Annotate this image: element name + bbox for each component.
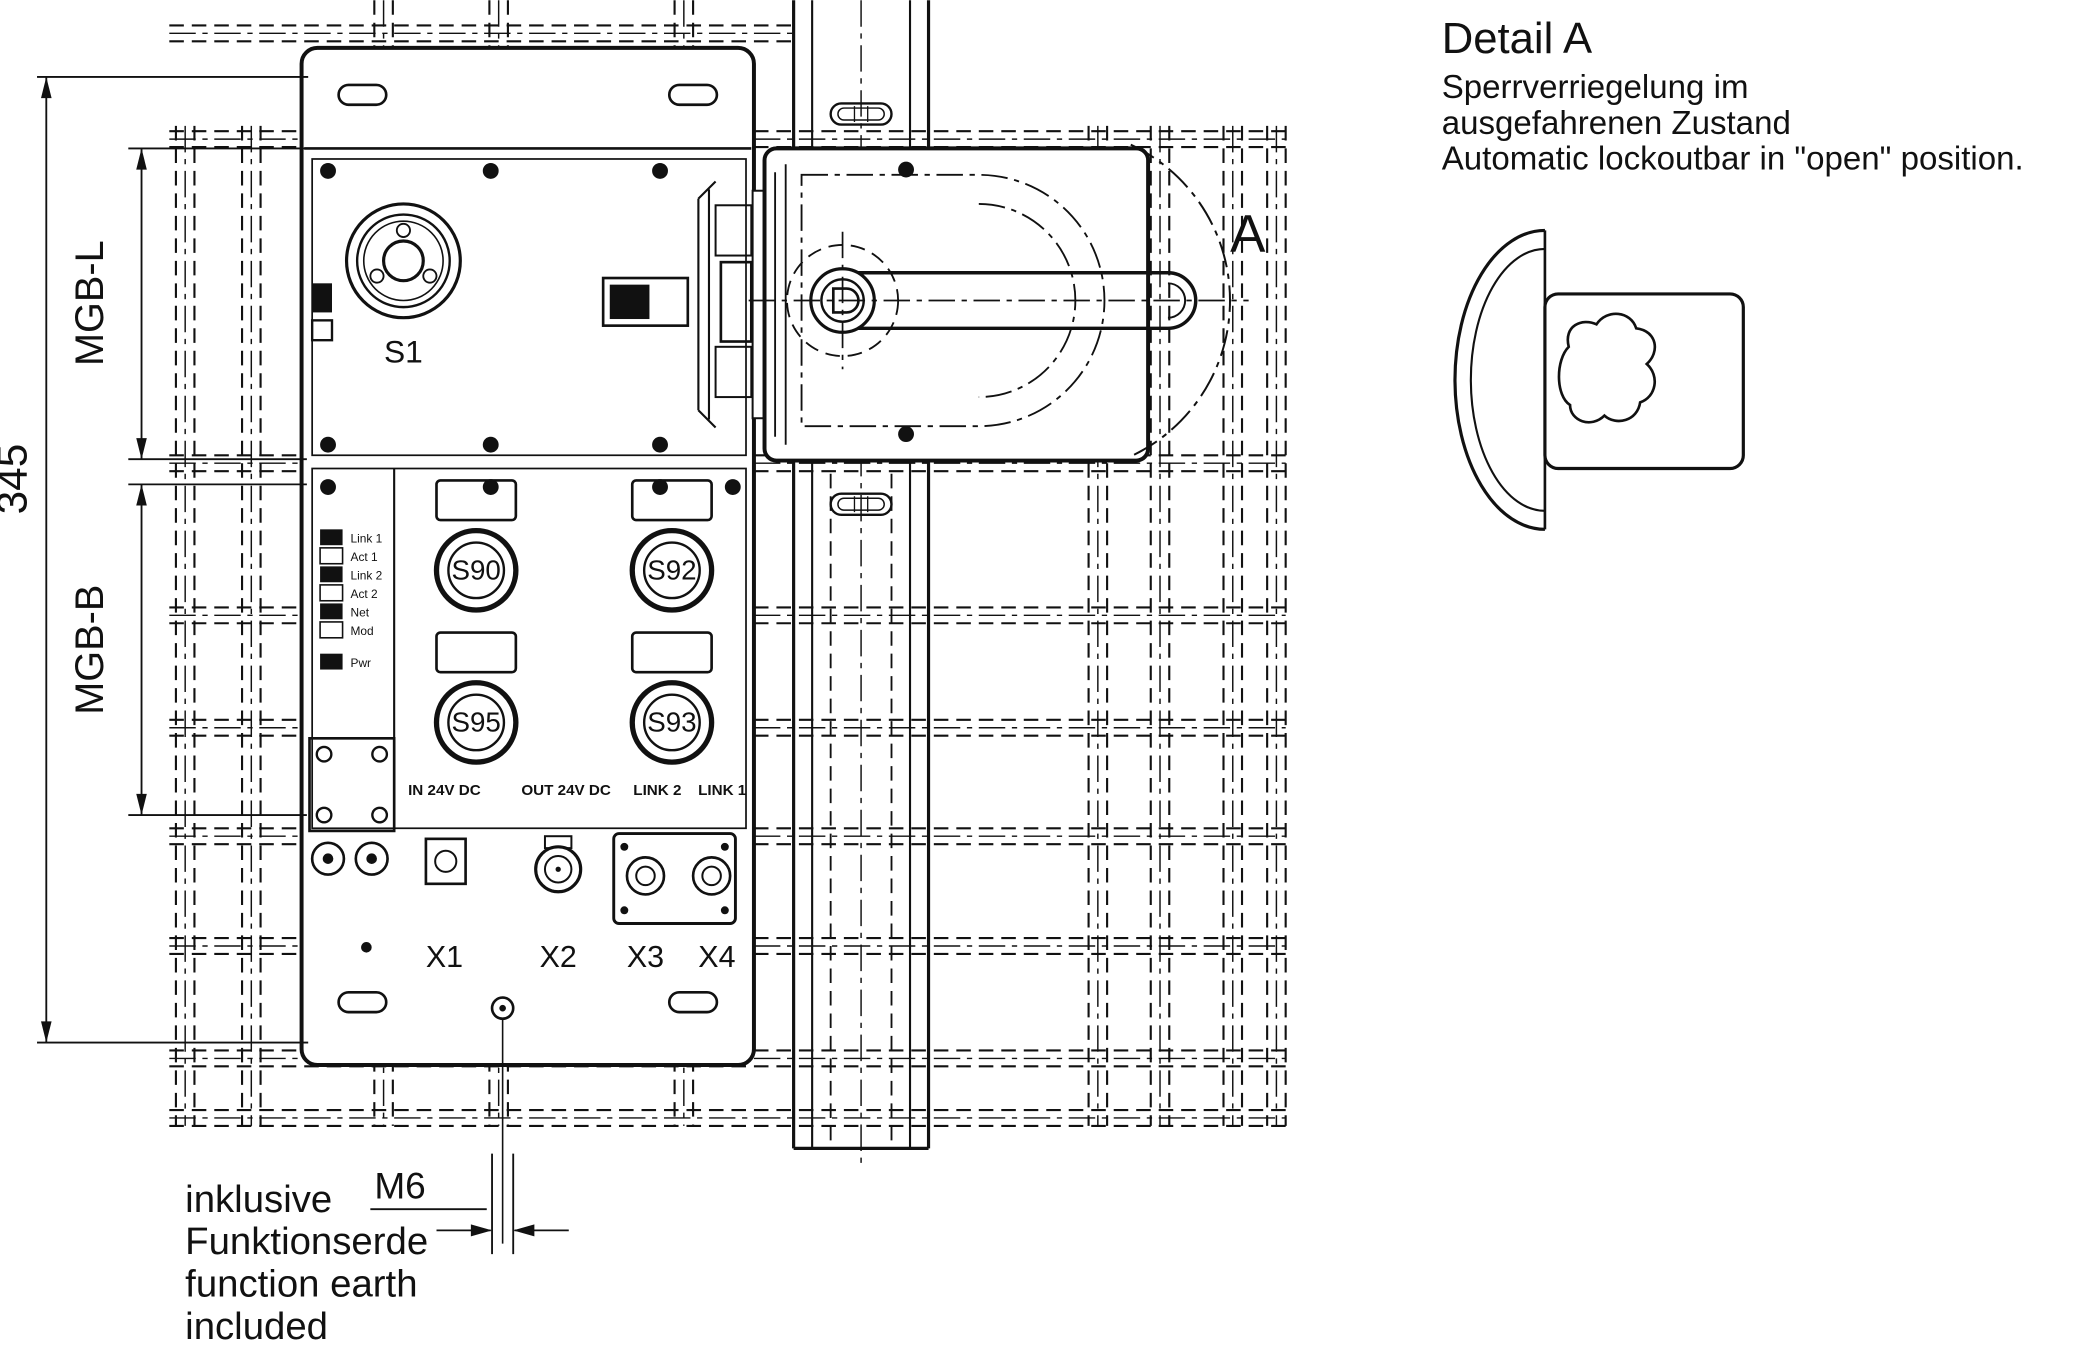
detail-a-drawing [1453,228,1745,531]
led-label-act2: Act 2 [351,587,378,601]
connector-x3-x4-block [612,832,737,925]
x3-label: X3 [627,940,664,974]
connector-x2 [534,835,583,894]
dim-mgb-l-label: MGB-L [68,240,112,366]
footnote-line2: Funktionserde [185,1220,428,1263]
port-label-out24vdc: OUT 24V DC [521,782,611,799]
bottom-connector-zone: X1 X2 X3 X4 [310,832,737,1021]
detail-a-title: Detail A [1442,14,1593,63]
dim-mgb-l: MGB-L [68,147,307,461]
led-label-net: Net [351,606,370,620]
x1-label: X1 [426,940,463,974]
label-windows [435,479,713,674]
bar-cutout [1557,312,1657,424]
dimension-annotations: 345 MGB-L MGB-B M6 [0,76,569,1255]
led-label-pwr: Pwr [351,656,372,670]
led-panel: Link 1 Act 1 Link 2 Act 2 Net Mod Pwr [319,529,383,670]
pivot-d-hole [831,287,860,314]
mounting-slot [667,83,719,107]
socket-s93: S93 [629,680,715,765]
detail-a-caption-de-1: Sperrverriegelung im [1442,69,1749,106]
lock-head [697,180,753,429]
mounting-slot [337,990,388,1014]
socket-s95-label: S95 [451,707,500,738]
device-body: S1 [299,45,756,1068]
rail-slot-top [829,102,893,126]
s1-button [344,202,462,320]
release-window [601,276,690,327]
swing-arc [1130,143,1231,458]
pin-mark [361,942,372,953]
footnote-line4: included [185,1305,328,1348]
dim-m6-label: M6 [374,1165,425,1207]
connector-x1 [424,837,467,886]
terminal-block [308,737,396,833]
socket-s90-label: S90 [451,555,500,586]
s1-label: S1 [384,334,423,370]
footnote-line1: inklusive [185,1178,332,1221]
footnote-line3: function earth [185,1263,417,1306]
port-label-in24vdc: IN 24V DC [408,782,481,799]
led-label-act1: Act 1 [351,550,378,564]
mgb-b-module: S90 S92 S95 S93 [308,467,747,833]
socket-s95: S95 [433,680,519,765]
mounting-slot [667,990,719,1014]
dim-m6: M6 [370,1018,569,1255]
dim-345-label: 345 [0,444,35,515]
dim-mgb-b: MGB-B [68,483,307,816]
detail-a-view: Detail A Sperrverriegelung im ausgefahre… [1442,14,2024,531]
side-element [310,319,334,342]
screws [320,479,741,495]
x4-label: X4 [698,940,735,974]
detail-callout-a: A [1230,205,1266,264]
screws [320,162,668,453]
led-label-link2: Link 2 [351,569,383,583]
socket-s93-label: S93 [647,707,696,738]
detail-a-caption-de-2: ausgefahrenen Zustand [1442,105,1791,142]
handle-hidden-outline [800,173,1106,428]
socket-s90: S90 [433,528,519,613]
socket-s92: S92 [629,528,715,613]
port-label-link1: LINK 1 [698,782,747,799]
lockout-bar-assembly: A [748,143,1266,463]
rail-slot-mid [829,492,893,516]
lockout-plate [1543,292,1745,471]
dim-mgb-b-label: MGB-B [68,585,112,715]
footnote: inklusive Funktionserde function earth i… [185,1178,428,1348]
led-label-mod: Mod [351,624,374,638]
x2-label: X2 [540,940,577,974]
side-element [312,283,332,313]
socket-s92-label: S92 [647,555,696,586]
detail-a-caption-en: Automatic lockoutbar in "open" position. [1442,141,2024,178]
mgb-l-module: S1 [310,158,753,457]
escape-housing [762,146,1151,463]
screw [898,426,914,443]
port-label-link2: LINK 2 [633,782,681,799]
dim-overall-345: 345 [0,76,309,1044]
mounting-slot [337,83,388,107]
release-window-insert [609,284,650,320]
screw [898,161,914,178]
lockout-bar [855,271,1198,331]
led-label-link1: Link 1 [351,532,383,546]
